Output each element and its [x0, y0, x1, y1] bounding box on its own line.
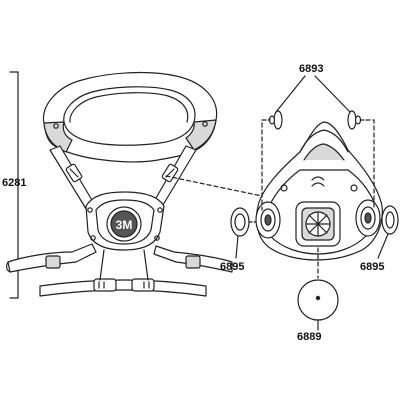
label-bayonet-seal-right: 6895 [360, 261, 385, 273]
label-bayonet-seal-left: 6895 [220, 261, 245, 273]
inhalation-valves [261, 75, 375, 211]
lower-straps [6, 243, 233, 297]
head-cradle [42, 71, 218, 163]
logo-text: 3M [116, 218, 133, 232]
yoke-to-mask-guide [165, 175, 263, 197]
label-harness: 6281 [2, 177, 27, 189]
bayonet-gaskets [230, 205, 399, 259]
label-inhalation-valve: 6893 [299, 63, 324, 75]
label-exhalation-valve: 6889 [297, 331, 322, 343]
half-mask-facepiece [255, 121, 383, 261]
exhalation-valve-part [297, 247, 339, 331]
logo-disc: 3M [106, 206, 142, 242]
